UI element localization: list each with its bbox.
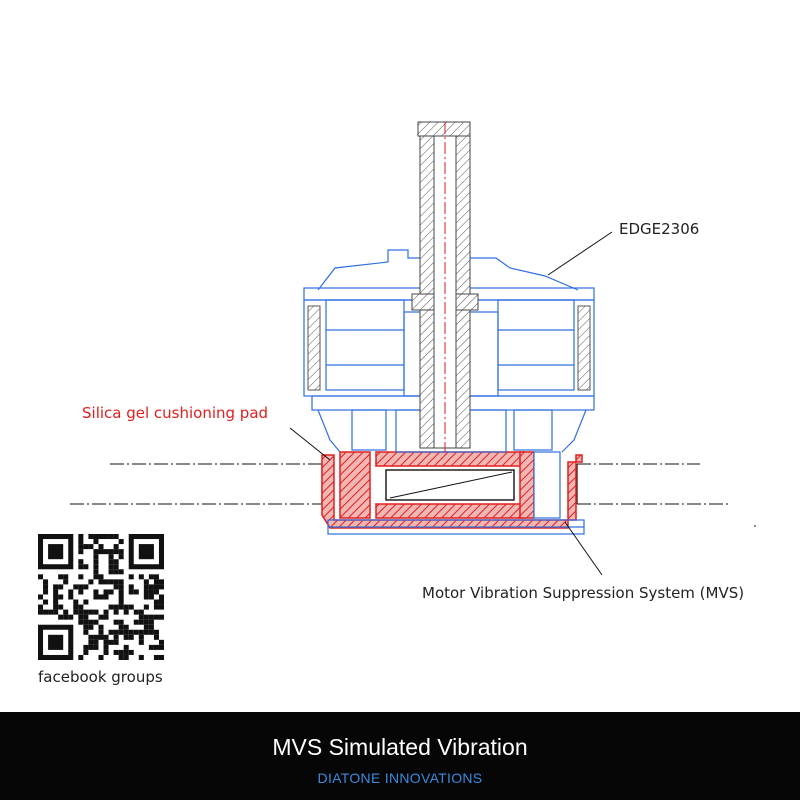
footer-title: MVS Simulated Vibration	[272, 734, 528, 760]
footer-banner: MVS Simulated Vibration DIATONE INNOVATI…	[0, 712, 800, 800]
motor-body	[303, 249, 595, 453]
motor-mount-diagram	[70, 121, 756, 576]
silica-gel-pad	[321, 451, 583, 529]
footer-subtitle: DIATONE INNOVATIONS	[317, 770, 483, 786]
frame-plate	[70, 463, 756, 527]
qr-code-icon[interactable]	[38, 534, 164, 660]
facebook-groups-label: facebook groups	[38, 668, 163, 686]
mvs-base-plate	[327, 519, 585, 535]
silica-pad-label: Silica gel cushioning pad	[82, 404, 269, 422]
mount-bolt	[385, 451, 561, 519]
mvs-label: Motor Vibration Suppression System (MVS)	[422, 584, 745, 602]
leader-lines	[289, 231, 613, 576]
motor-shaft	[411, 121, 479, 452]
motor-model-label: EDGE2306	[619, 220, 700, 238]
